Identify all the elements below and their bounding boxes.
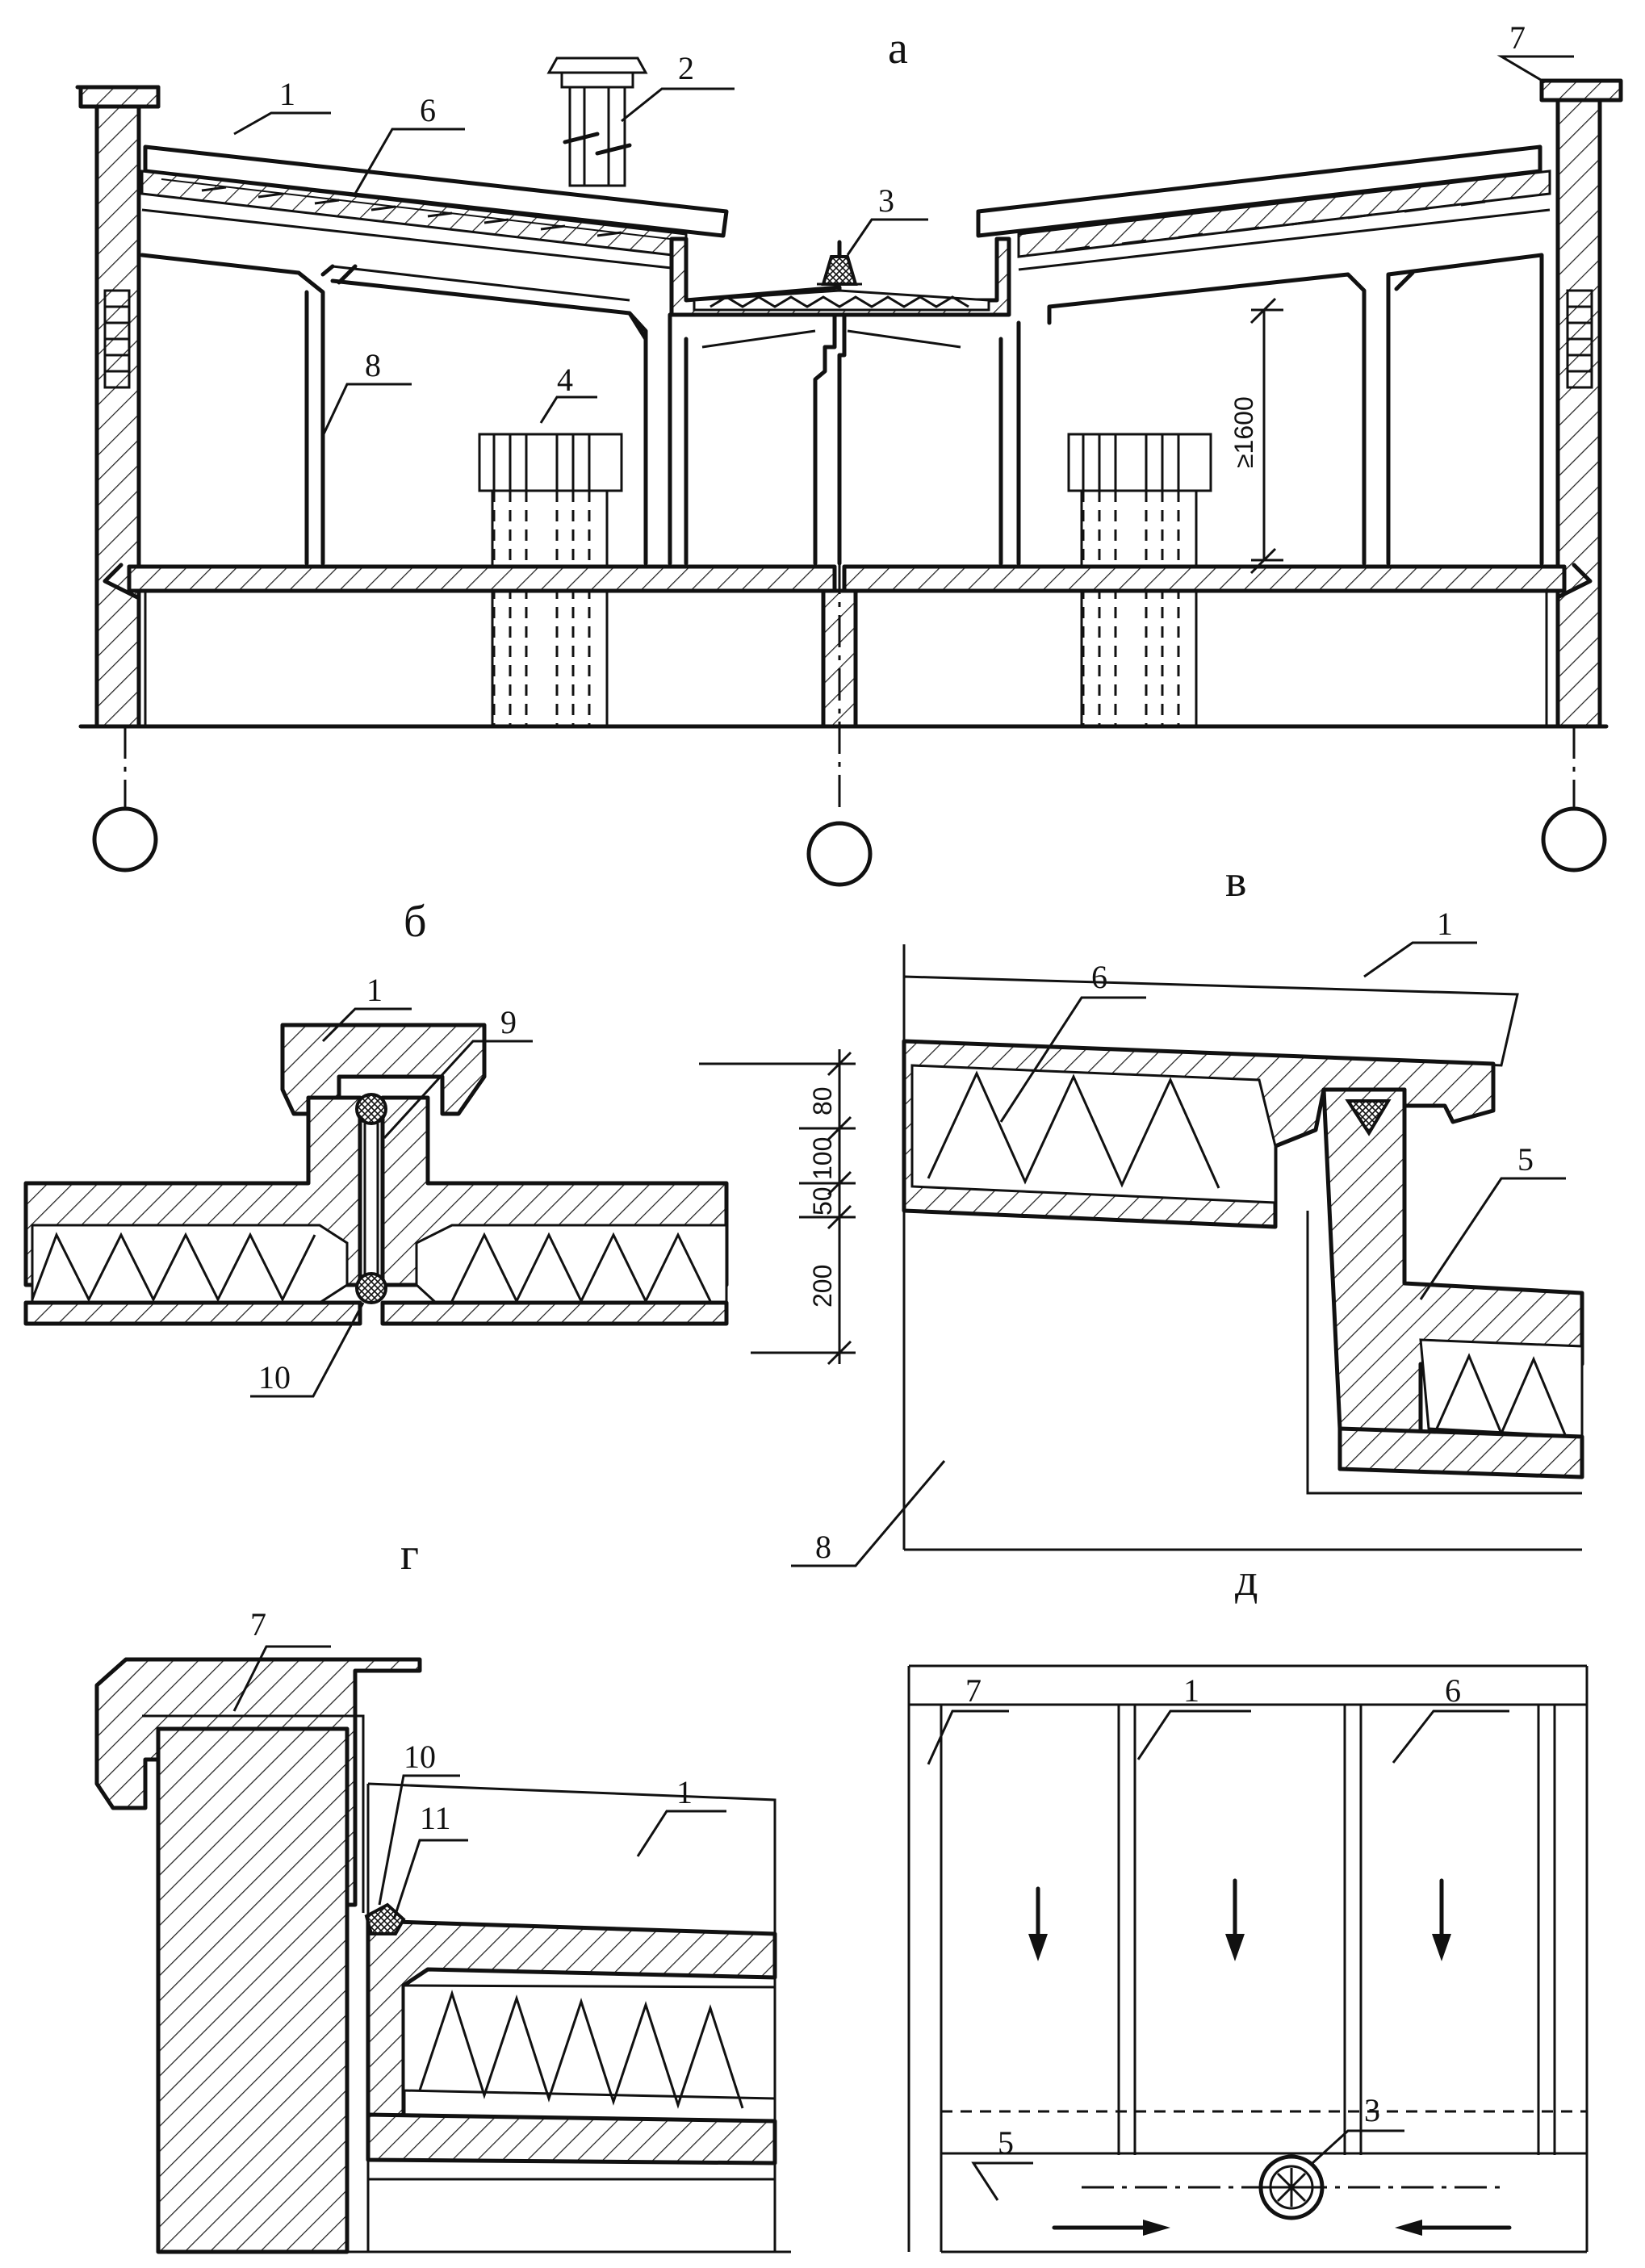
label-v-6: 6	[1091, 959, 1107, 995]
attic-frame-left	[140, 253, 689, 566]
drain-riser	[701, 314, 961, 566]
right-roof-panel	[976, 144, 1551, 271]
section-g-callouts: 7 10 11 1	[232, 1606, 726, 1920]
section-b: б 80 100 50 200 1 9	[23, 897, 856, 1398]
section-v: в 6 1 5 8	[791, 856, 1584, 1567]
label-g-7: 7	[250, 1606, 266, 1642]
dim-200: 200	[808, 1265, 837, 1308]
section-b-title: б	[404, 897, 427, 947]
section-v-title: в	[1225, 856, 1246, 906]
label-v-8: 8	[815, 1529, 831, 1565]
label-2: 2	[678, 50, 694, 86]
section-v-callouts: 6 1 5 8	[791, 906, 1566, 1567]
attic-floor-slab	[103, 563, 1593, 729]
label-v-5: 5	[1517, 1141, 1534, 1178]
section-d: д 7 1 6 3 5	[907, 1555, 1588, 2253]
label-g-10: 10	[404, 1739, 436, 1775]
seal-top	[355, 1093, 387, 1125]
label-b-10: 10	[258, 1359, 291, 1396]
parapet-cap	[94, 1657, 422, 1907]
seal-bottom	[355, 1272, 387, 1304]
dim-80: 80	[808, 1086, 837, 1115]
roof-drain-funnel	[817, 240, 862, 286]
label-3: 3	[878, 182, 894, 219]
section-b-callouts: 1 9 10	[250, 972, 533, 1398]
grid-axes	[92, 508, 1607, 887]
attic-frame-right	[998, 253, 1544, 566]
chimney-right	[1067, 433, 1212, 726]
label-d-6: 6	[1445, 1672, 1461, 1709]
label-4: 4	[557, 362, 573, 398]
label-g-1: 1	[676, 1774, 693, 1810]
label-d-1: 1	[1183, 1672, 1199, 1709]
flow-arrows	[1028, 1878, 1512, 2236]
label-7: 7	[1509, 19, 1526, 56]
dim-50: 50	[808, 1186, 837, 1216]
section-d-callouts: 7 1 6 3 5	[927, 1672, 1509, 2201]
chimney-left	[478, 433, 623, 726]
label-1: 1	[279, 76, 295, 112]
seal-g	[364, 1902, 406, 1935]
label-6: 6	[420, 92, 436, 128]
label-b-9: 9	[500, 1004, 517, 1040]
dim-100: 100	[808, 1137, 837, 1180]
section-a: а	[75, 19, 1623, 887]
drain-funnel-plan	[1258, 2154, 1325, 2220]
right-wall	[1539, 78, 1623, 729]
dimension-min-height: ≥1600	[1229, 297, 1283, 575]
section-g-title: г	[400, 1529, 419, 1580]
label-b-1: 1	[366, 972, 383, 1008]
vent-pipe	[546, 56, 648, 187]
label-8: 8	[365, 347, 381, 383]
valley-gutter	[669, 236, 1011, 317]
joint-cover-cap	[280, 1023, 487, 1116]
label-g-11: 11	[420, 1800, 451, 1836]
section-a-callouts: 1 2 3 4 6 7 8	[233, 19, 1574, 437]
seal-v	[1345, 1099, 1392, 1136]
label-d-5: 5	[998, 2124, 1014, 2161]
section-g: г 7 10 11 1	[94, 1529, 791, 2254]
parapet-wall	[156, 1726, 350, 2254]
dimensions-b: 80 100 50 200	[699, 1049, 856, 1366]
label-v-1: 1	[1437, 906, 1453, 942]
left-roof-panel	[140, 144, 729, 271]
dimension-1600-text: ≥1600	[1229, 396, 1258, 468]
section-a-title: а	[888, 23, 908, 73]
label-d-7: 7	[965, 1672, 982, 1709]
label-d-3: 3	[1364, 2092, 1380, 2128]
section-d-title: д	[1235, 1555, 1258, 1605]
